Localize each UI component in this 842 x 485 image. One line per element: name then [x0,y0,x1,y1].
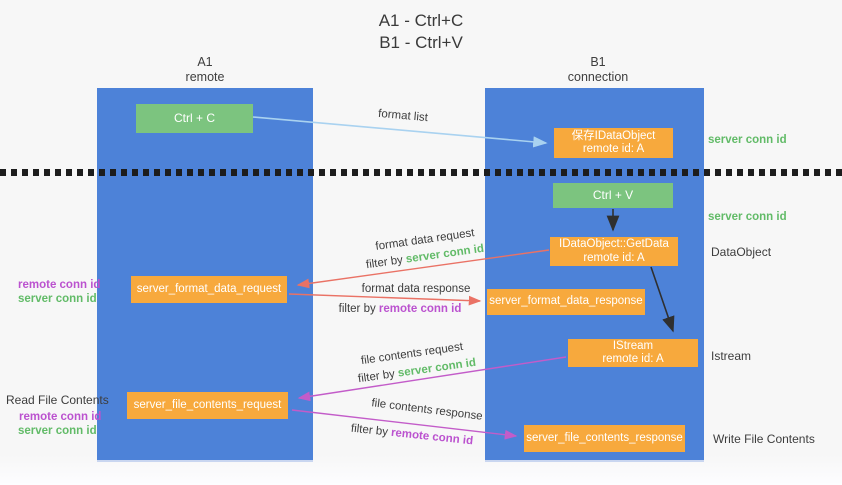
label-read-file-contents: Read File Contents [6,393,109,407]
node-istream: IStream remote id: A [568,339,698,367]
filter-by-text: filter by [365,253,407,272]
remote-conn-id-text: remote conn id [378,303,462,315]
node-ctrl-v: Ctrl + V [553,183,673,208]
file-request-label: server_file_contents_request [133,398,282,411]
getdata-line2: remote id: A [583,251,645,264]
istream-line2: remote id: A [602,353,664,365]
node-server-file-contents-response: server_file_contents_response [524,425,685,452]
filter-by-text: filter by [357,367,399,386]
node-ctrl-c: Ctrl + C [136,104,253,133]
save-idataobject-line2: remote id: A [582,143,645,155]
getdata-line1: IDataObject::GetData [559,238,669,250]
diagram-title: A1 - Ctrl+C B1 - Ctrl+V [0,10,842,54]
label-server-conn-id-left-2: server conn id [18,425,97,437]
filter-by-text: filter by [350,422,392,439]
node-server-file-contents-request: server_file_contents_request [127,392,288,419]
title-line-2: B1 - Ctrl+V [379,33,463,52]
save-idataobject-line1: 保存IDataObject [571,129,656,142]
remote-conn-id-text: remote conn id [390,426,474,448]
arrow-format-data-response [288,293,482,306]
label-format-data-response: format data response [361,283,471,295]
label-file-contents-response: file contents response [370,397,484,423]
label-filter-by-remote-conn-id-2: filter by remote conn id [350,423,473,448]
ctrl-v-label: Ctrl + V [592,187,634,202]
lane-b1-name: B1 [590,55,606,69]
label-write-file-contents: Write File Contents [713,432,815,446]
label-istream-right: Istream [711,349,752,363]
label-server-conn-id-mid-right: server conn id [708,211,787,223]
label-filter-by-remote-conn-id-1: filter by remote conn id [339,303,462,315]
label-dataobject: DataObject [711,245,772,259]
format-response-label: server_format_data_response [489,295,643,308]
format-request-label: server_format_data_request [136,282,282,295]
label-format-list: format list [377,107,429,125]
node-idataobject-getdata: IDataObject::GetData remote id: A [550,237,678,266]
lane-header-b1: B1 connection [528,55,668,85]
lane-b1-role: connection [567,70,629,84]
lane-a1-name: A1 [197,55,213,69]
dotted-separator-line [0,169,842,176]
lane-a1-role: remote [185,70,225,84]
lane-header-a1: A1 remote [135,55,275,85]
label-remote-conn-id-left-1: remote conn id [18,279,101,291]
filter-by-text: filter by [338,303,379,315]
label-server-conn-id-top-right: server conn id [708,134,787,146]
node-save-idataobject: 保存IDataObject remote id: A [554,128,673,158]
node-server-format-data-response: server_format_data_response [487,289,645,315]
file-response-label: server_file_contents_response [526,431,683,444]
istream-line1: IStream [612,339,654,352]
label-server-conn-id-left-1: server conn id [18,293,97,305]
ctrl-c-label: Ctrl + C [173,110,215,125]
node-server-format-data-request: server_format_data_request [131,276,287,303]
label-remote-conn-id-left-2: remote conn id [19,411,102,423]
title-line-1: A1 - Ctrl+C [378,11,464,30]
